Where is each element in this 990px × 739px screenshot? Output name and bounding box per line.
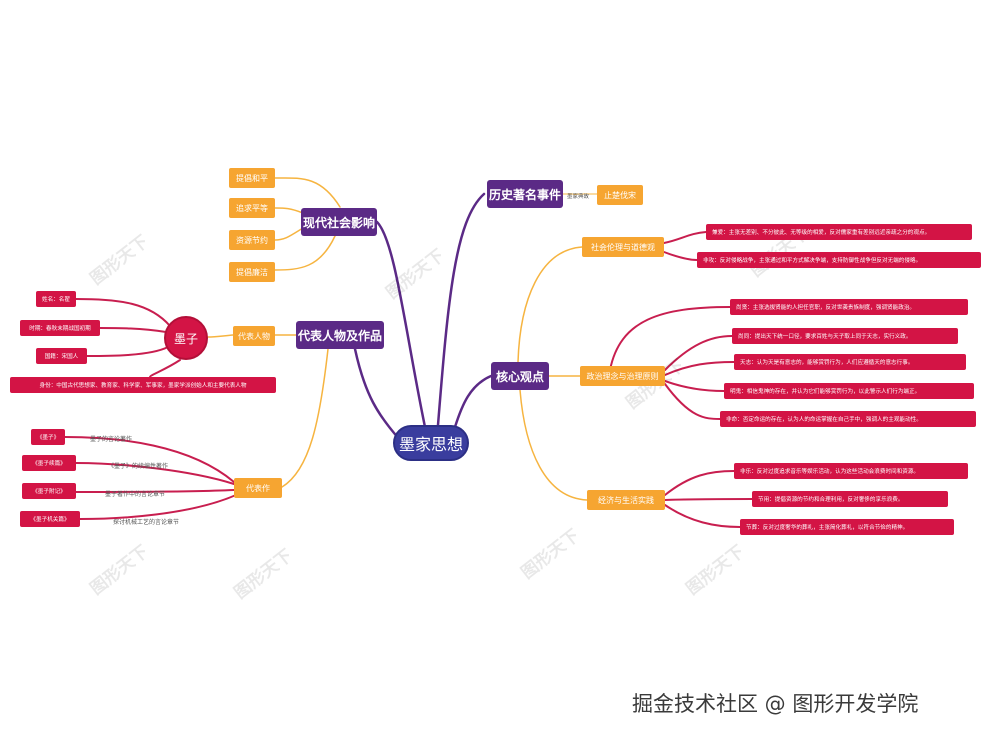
- link-works-3: [75, 489, 235, 493]
- node-core-views[interactable]: 核心观点: [491, 362, 549, 390]
- link-rep-mozi: [207, 334, 234, 338]
- node-rep-people[interactable]: 代表人物: [233, 326, 275, 346]
- node-works[interactable]: 代表作: [234, 478, 282, 498]
- link-modern-3: [274, 227, 304, 241]
- node-modern-influence[interactable]: 现代社会影响: [301, 208, 377, 236]
- link-root-modern: [375, 220, 427, 429]
- node-work[interactable]: 《墨子机关篇》: [20, 511, 80, 527]
- link-economy-3: [664, 504, 741, 528]
- node-history-events[interactable]: 历史著名事件: [487, 180, 563, 208]
- node-modern-item[interactable]: 提倡和平: [229, 168, 275, 188]
- link-core-ethics: [517, 246, 583, 363]
- node-core-economy[interactable]: 经济与生活实践: [587, 490, 665, 510]
- node-work[interactable]: 《墨子续篇》: [22, 455, 76, 471]
- link-modern-1: [274, 177, 341, 208]
- link-root-core: [453, 374, 493, 429]
- node-core-ethics[interactable]: 社会伦理与道德观: [582, 237, 664, 257]
- link-works-1: [64, 436, 235, 483]
- credit-text: 掘金技术社区 @ 图形开发学院: [632, 692, 919, 716]
- link-root-people: [353, 347, 402, 442]
- work-note: 探讨机械工艺的言论章节: [113, 519, 180, 526]
- link-politics-2: [664, 335, 733, 371]
- node-core-politics[interactable]: 政治理念与治理原则: [580, 366, 665, 386]
- link-politics-5: [664, 383, 721, 420]
- node-core-item[interactable]: 尚贤：主张选拔贤能的人担任官职，反对世袭贵族制度，强调贤能政治。: [730, 299, 968, 315]
- node-modern-item[interactable]: 追求平等: [229, 198, 275, 218]
- work-note: 墨子著作中的言论章节: [105, 491, 166, 498]
- node-mozi-attr[interactable]: 时期：春秋末期战国初期: [20, 320, 100, 336]
- link-mozi-era: [99, 327, 167, 333]
- node-mozi-identity[interactable]: 身份：中国古代思想家、教育家、科学家、军事家，墨家学派创始人和主要代表人物: [10, 377, 276, 393]
- link-modern-2: [274, 207, 304, 214]
- link-mozi-country: [86, 346, 169, 357]
- node-modern-item[interactable]: 提倡廉洁: [229, 262, 275, 282]
- link-works-4: [79, 494, 237, 520]
- node-core-item[interactable]: 非攻：反对侵略战争，主张通过和平方式解决争端，支持防御性战争但反对无端的侵略。: [697, 252, 981, 268]
- link-mozi-identity: [149, 359, 181, 378]
- node-people-works[interactable]: 代表人物及作品: [296, 321, 384, 349]
- node-mozi-attr[interactable]: 国籍：宋国人: [36, 348, 87, 364]
- node-work[interactable]: 《墨子附记》: [22, 483, 76, 499]
- node-core-item[interactable]: 节葬：反对过度奢华的葬礼，主张简化葬礼，以符合节俭的精神。: [740, 519, 954, 535]
- work-note: 《墨子》的续编性著作: [108, 463, 169, 470]
- node-core-item[interactable]: 明鬼：相信鬼神的存在，并认为它们能够赏罚行为，以此警示人们行为端正。: [724, 383, 974, 399]
- node-mozi[interactable]: 墨子: [164, 316, 208, 360]
- node-core-item[interactable]: 非命：否定命运的存在，认为人的命运掌握在自己手中，强调人的主观能动性。: [720, 411, 976, 427]
- node-history-event[interactable]: 止楚伐宋: [597, 185, 643, 205]
- node-modern-item[interactable]: 资源节约: [229, 230, 275, 250]
- link-politics-4: [664, 380, 725, 392]
- node-core-item[interactable]: 节用：提倡资源的节约和合理利用，反对奢侈的享乐浪费。: [752, 491, 948, 507]
- link-politics-1: [609, 306, 731, 371]
- node-core-item[interactable]: 兼爱：主张无差别、不分彼此、无等级的相爱，反对儒家重有差别远近亲疏之分的观点。: [706, 224, 972, 240]
- work-note: 墨子的言论著作: [90, 436, 133, 443]
- link-people-works: [281, 348, 329, 488]
- link-ethics-2: [663, 251, 698, 261]
- node-core-item[interactable]: 天志：认为天是有意志的，能够赏罚行为，人们应遵循天的意志行事。: [734, 354, 966, 370]
- link-works-2: [75, 462, 235, 485]
- node-mozi-attr[interactable]: 姓名：名翟: [36, 291, 76, 307]
- link-mozi-name: [75, 298, 171, 327]
- link-core-economy: [519, 389, 588, 501]
- node-core-item[interactable]: 非乐：反对过度追求音乐等娱乐活动，认为这些活动会浪费时间和资源。: [734, 463, 968, 479]
- link-economy-1: [664, 470, 735, 496]
- link-modern-4: [274, 235, 336, 271]
- node-core-item[interactable]: 尚同：提出天下统一口径，要求百姓与天子取上同于天志，实行义政。: [732, 328, 958, 344]
- link-economy-2: [664, 498, 753, 501]
- link-root-history: [436, 192, 486, 427]
- link-ethics-1: [663, 231, 707, 244]
- history-relation-label: 墨家典故: [567, 194, 590, 200]
- root-node[interactable]: 墨家思想: [393, 425, 469, 461]
- node-work[interactable]: 《墨子》: [31, 429, 65, 445]
- link-politics-3: [664, 361, 735, 376]
